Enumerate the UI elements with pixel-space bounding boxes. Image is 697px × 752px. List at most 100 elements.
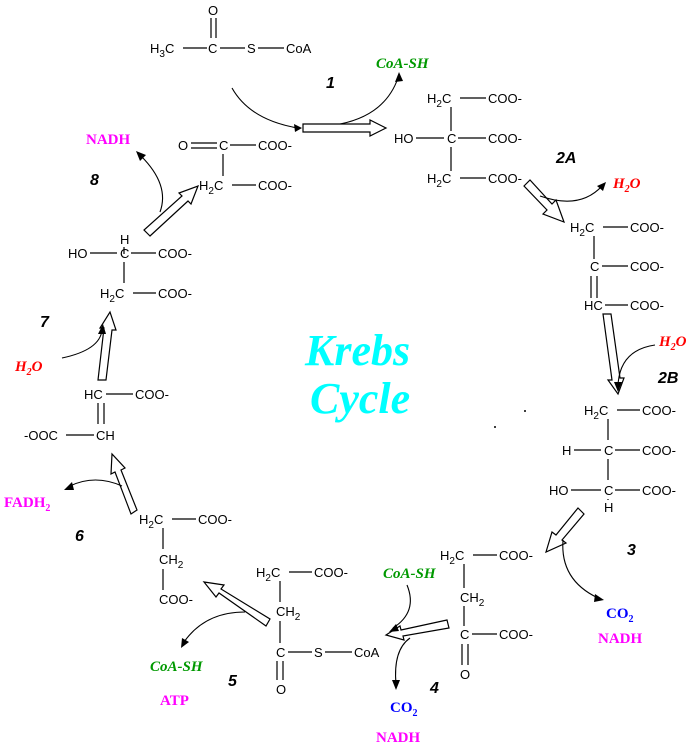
citrate-h2c-2: H2C (427, 171, 451, 190)
fumarate-hc: HC (84, 387, 103, 402)
step-8-label: 8 (90, 172, 99, 189)
acetyl-sulfur: S (247, 41, 256, 56)
fumarate-ooc: -OOC (24, 428, 58, 443)
aconitate-coo-3: COO- (630, 298, 664, 313)
step-2a-label: 2A (555, 150, 576, 167)
isocitrate-h-1: H (562, 443, 571, 458)
malate-ho: HO (68, 246, 88, 261)
step5-arrow (202, 581, 271, 627)
succinate-h2c: H2C (139, 512, 163, 531)
succinate-ch2: CH2 (159, 552, 184, 571)
succoa-ch2: CH2 (276, 604, 301, 623)
citrate-carbon: C (447, 131, 456, 146)
h2o-step7: H2O (14, 359, 43, 378)
citrate-ho: HO (394, 131, 414, 146)
nadh-step3: NADH (598, 631, 642, 647)
malate-coo-1: COO- (158, 246, 192, 261)
akg-coo-1: COO- (499, 548, 533, 563)
step1-arrow (302, 119, 388, 137)
h2o-step2a: H2O (612, 176, 641, 195)
succinyl-coa: H2C COO- CH2 C S CoA O (256, 565, 380, 697)
oxalo-h2c: H2C (199, 178, 223, 197)
isocitrate-coo-1: COO- (642, 403, 676, 418)
acetyl-h3c: H3C (150, 41, 174, 60)
oxalo-oxygen: O (178, 138, 188, 153)
step-5-label: 5 (228, 673, 238, 690)
citrate-coo-2: COO- (488, 131, 522, 146)
isocitrate-coo-3: COO- (642, 483, 676, 498)
isocitrate-carbon-2: C (604, 483, 613, 498)
succoa-coa: CoA (354, 645, 380, 660)
citrate-h2c-1: H2C (427, 91, 451, 110)
aconitate-h2c: H2C (570, 220, 594, 239)
isocitrate-h2c: H2C (584, 403, 608, 422)
citrate-coo-1: COO- (488, 91, 522, 106)
fumarate: HC COO- -OOC CH (24, 387, 169, 443)
h2o-step2b: H2O (658, 334, 687, 353)
aconitate-coo-1: COO- (630, 220, 664, 235)
succinate-coo-1: COO- (198, 512, 232, 527)
succinate: H2C COO- CH2 COO- (139, 512, 232, 607)
citrate-coo-3: COO- (488, 171, 522, 186)
step8-arrow (143, 184, 200, 237)
acetyl-oxygen: O (208, 3, 218, 18)
coa-sh-step4: CoA-SH (383, 566, 437, 582)
aconitate-carbon: C (590, 259, 599, 274)
oxalo-coo-2: COO- (258, 178, 292, 193)
title-cycle: Cycle (310, 374, 410, 423)
fadh2-step6: FADH2 (4, 495, 50, 514)
succoa-coo: COO- (314, 565, 348, 580)
akg-oxygen: O (460, 667, 470, 682)
succoa-carbon: C (276, 645, 285, 660)
oxaloacetate: O C COO- H2C COO- (178, 138, 292, 197)
coa-sh-step1: CoA-SH (376, 56, 430, 72)
coa-sh-step5: CoA-SH (150, 659, 204, 675)
step2a-arrow (523, 179, 566, 224)
step2b-arrow (602, 313, 625, 396)
malate-carbon: C (120, 246, 129, 261)
oxalo-coo-1: COO- (258, 138, 292, 153)
cis-aconitate: H2C COO- C COO- HC COO- (570, 220, 664, 313)
isocitrate-carbon-1: C (604, 443, 613, 458)
alpha-ketoglutarate: H2C COO- CH2 C COO- O (440, 548, 533, 682)
aconitate-coo-2: COO- (630, 259, 664, 274)
step-3-label: 3 (627, 542, 636, 559)
fumarate-coo: COO- (135, 387, 169, 402)
succoa-oxygen: O (276, 682, 286, 697)
fumarate-ch: CH (96, 428, 115, 443)
isocitrate-h-2: H (604, 500, 613, 515)
succoa-h2c: H2C (256, 565, 280, 584)
acetyl-coa: H3C C O S CoA (150, 3, 312, 60)
step-6-label: 6 (75, 528, 84, 545)
akg-coo-2: COO- (499, 627, 533, 642)
step6-arrow (110, 452, 138, 515)
malate-h: H (120, 232, 129, 247)
step-7-label: 7 (40, 314, 50, 331)
oxalo-carbon: C (219, 138, 228, 153)
nadh-step4: NADH (376, 730, 420, 746)
malate-coo-2: COO- (158, 286, 192, 301)
acetyl-carbon: C (208, 41, 217, 56)
succoa-sulfur: S (314, 645, 323, 660)
isocitrate-ho: HO (549, 483, 569, 498)
step-2b-label: 2B (657, 370, 678, 387)
malate-h2c: H2C (100, 286, 124, 305)
co2-step3: CO2 (606, 606, 634, 625)
isocitrate: H2C COO- H C COO- HO C COO- H (549, 403, 676, 515)
co2-step4: CO2 (390, 700, 418, 719)
citrate: H2C COO- HO C COO- H2C COO- (394, 91, 522, 190)
title-krebs: Krebs (304, 326, 410, 375)
step-4-label: 4 (429, 680, 439, 697)
isocitrate-coo-2: COO- (642, 443, 676, 458)
akg-ch2: CH2 (460, 590, 485, 609)
atp-step5: ATP (160, 693, 189, 709)
succinate-coo-2: COO- (159, 592, 193, 607)
nadh-step8: NADH (86, 132, 130, 148)
step-1-label: 1 (326, 75, 335, 92)
akg-carbon: C (460, 627, 469, 642)
aconitate-hc: HC (584, 298, 603, 313)
malate: H HO C COO- H2C COO- (68, 232, 192, 305)
acetyl-coa-label: CoA (286, 41, 312, 56)
